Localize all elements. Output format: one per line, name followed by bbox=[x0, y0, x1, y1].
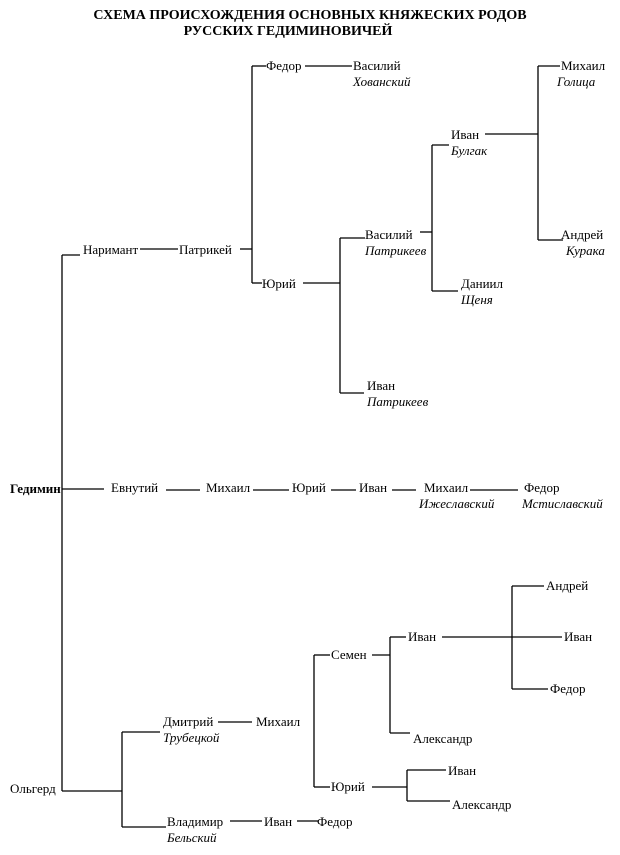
node-mikhail-izheslavsky-surname: Ижеславский bbox=[419, 496, 495, 511]
node-mikhail-evnutievich: Михаил bbox=[206, 480, 251, 495]
node-andrei-kuraka: Андрей bbox=[561, 227, 604, 242]
node-fedor-ivanovich: Федор bbox=[550, 681, 586, 696]
diagram-title-line-2: РУССКИХ ГЕДИМИНОВИЧЕЙ bbox=[183, 24, 393, 39]
node-semen: Семен bbox=[331, 647, 367, 662]
node-vasily-patrikeev-surname: Патрикеев bbox=[365, 243, 427, 258]
node-dmitry-trubetskoy-surname: Трубецкой bbox=[163, 730, 220, 745]
node-nariman: Наримант bbox=[83, 242, 139, 257]
node-vasily-khovansky: Василий bbox=[353, 58, 401, 73]
node-daniil-shchenya: Даниил bbox=[461, 276, 503, 291]
node-mikhail-izheslavsky: Михаил bbox=[424, 480, 469, 495]
node-ivan-yurievich-t: Иван bbox=[448, 763, 477, 778]
node-vasily-patrikeev: Василий bbox=[365, 227, 413, 242]
node-andrei-kuraka-surname: Курака bbox=[566, 243, 605, 258]
node-evnuty: Евнутий bbox=[111, 480, 159, 495]
node-yury-mikhailovich: Юрий bbox=[292, 480, 326, 495]
node-fedor-patrikeevich: Федор bbox=[266, 58, 302, 73]
node-fedor-mstislavsky-surname: Мстиславский bbox=[522, 496, 603, 511]
node-ivan-semenovich: Иван bbox=[408, 629, 437, 644]
node-patrikei: Патрикей bbox=[179, 242, 232, 257]
node-ivan-patrikeev: Иван bbox=[367, 378, 396, 393]
node-ivan-yurievich: Иван bbox=[359, 480, 388, 495]
node-yury-mikhailovich-t: Юрий bbox=[331, 779, 365, 794]
node-olgerd: Ольгерд bbox=[10, 781, 56, 796]
node-ivan-bulgak: Иван bbox=[451, 127, 480, 142]
node-yury-patrikeevich: Юрий bbox=[262, 276, 296, 291]
node-vladimir-belsky-surname: Бельский bbox=[167, 830, 217, 845]
node-mikhail-dmitrievich: Михаил bbox=[256, 714, 301, 729]
diagram-title-line-1: СХЕМА ПРОИСХОЖДЕНИЯ ОСНОВНЫХ КНЯЖЕСКИХ Р… bbox=[93, 8, 527, 23]
node-andrei-ivanovich: Андрей bbox=[546, 578, 589, 593]
node-vasily-khovansky-surname: Хованский bbox=[353, 74, 411, 89]
node-ivan-vladimirovich: Иван bbox=[264, 814, 293, 829]
node-dmitry-trubetskoy: Дмитрий bbox=[163, 714, 214, 729]
node-aleksandr-yurievich: Александр bbox=[452, 797, 512, 812]
node-aleksandr-semenovich: Александр bbox=[413, 731, 473, 746]
node-fedor-mstislavsky: Федор bbox=[524, 480, 560, 495]
node-ivan-patrikeev-surname: Патрикеев bbox=[367, 394, 429, 409]
node-ivan-ivanovich: Иван bbox=[564, 629, 593, 644]
node-mikhail-golitsa: Михаил bbox=[561, 58, 606, 73]
node-gedimin: Гедимин bbox=[10, 481, 61, 496]
node-mikhail-golitsa-surname: Голица bbox=[557, 74, 596, 89]
node-daniil-shchenya-surname: Щеня bbox=[461, 292, 493, 307]
node-ivan-bulgak-surname: Булгак bbox=[451, 143, 488, 158]
node-fedor-ivanovich-b: Федор bbox=[317, 814, 353, 829]
node-vladimir-belsky: Владимир bbox=[167, 814, 224, 829]
